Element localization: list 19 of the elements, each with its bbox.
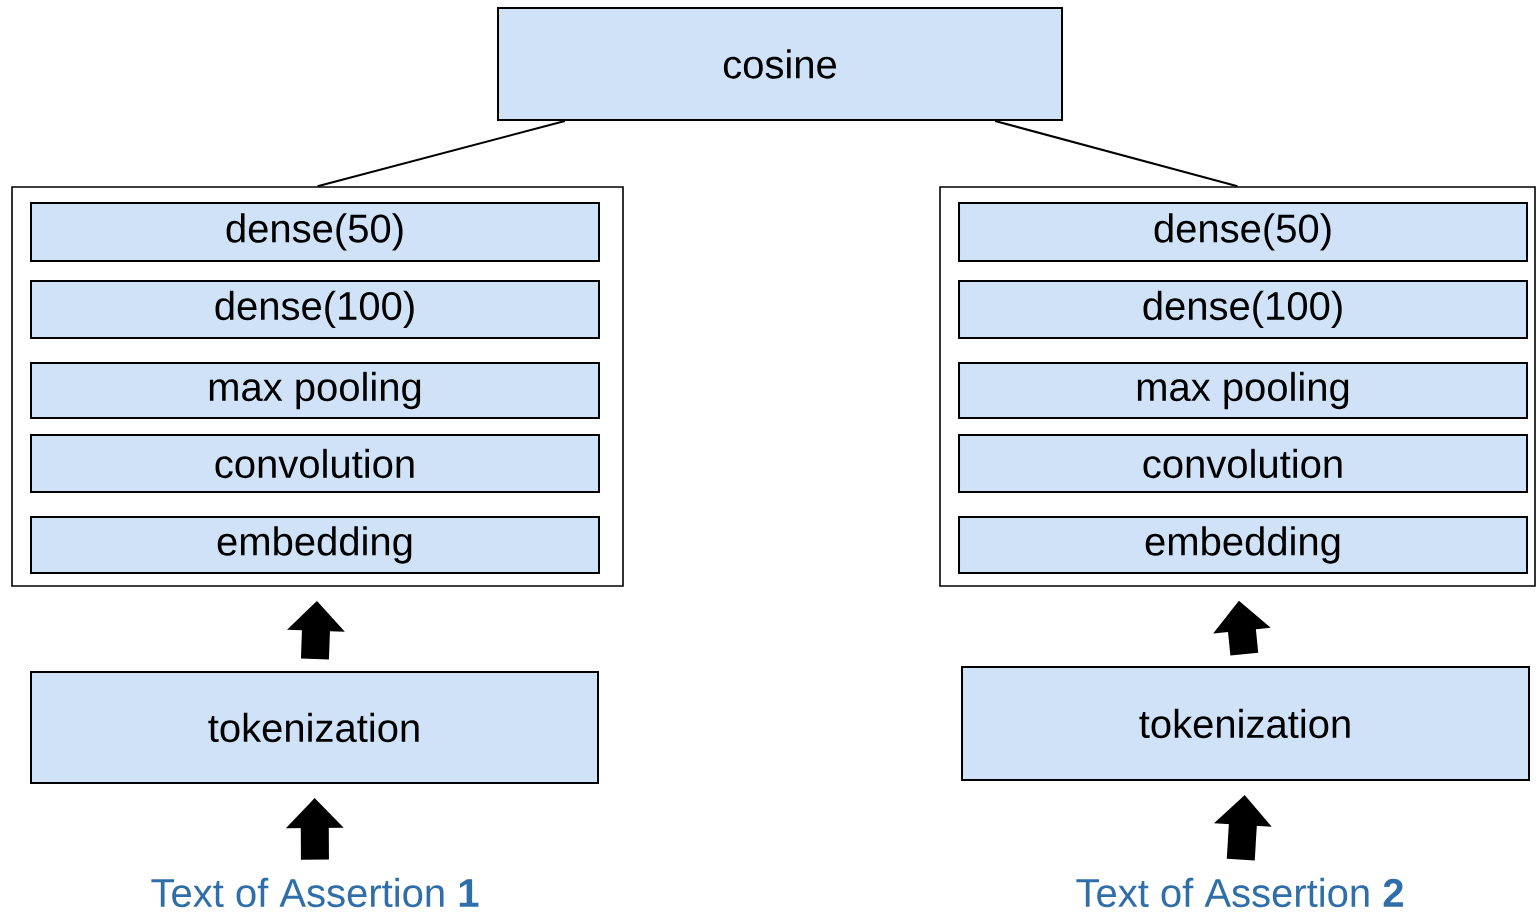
connector-line: [994, 120, 1239, 188]
layer-box: convolution: [958, 434, 1528, 493]
process-box: cosine: [497, 7, 1063, 121]
process-box: tokenization: [961, 666, 1530, 781]
container-box: [939, 186, 1536, 587]
connector-line: [316, 120, 566, 188]
layer-box: embedding: [958, 516, 1528, 574]
input-text: Text of Assertion 2: [1076, 877, 1403, 908]
container-box: [11, 186, 624, 587]
layer-box: dense(100): [958, 280, 1528, 339]
layer-box: dense(50): [958, 202, 1528, 262]
layer-box: max pooling: [30, 362, 600, 419]
layer-box: dense(100): [30, 280, 600, 339]
layer-box: convolution: [30, 434, 600, 493]
layer-box: max pooling: [958, 362, 1528, 419]
input-text: Text of Assertion 1: [151, 877, 479, 908]
process-box: tokenization: [30, 671, 599, 784]
layer-box: embedding: [30, 516, 600, 574]
layer-box: dense(50): [30, 202, 600, 262]
